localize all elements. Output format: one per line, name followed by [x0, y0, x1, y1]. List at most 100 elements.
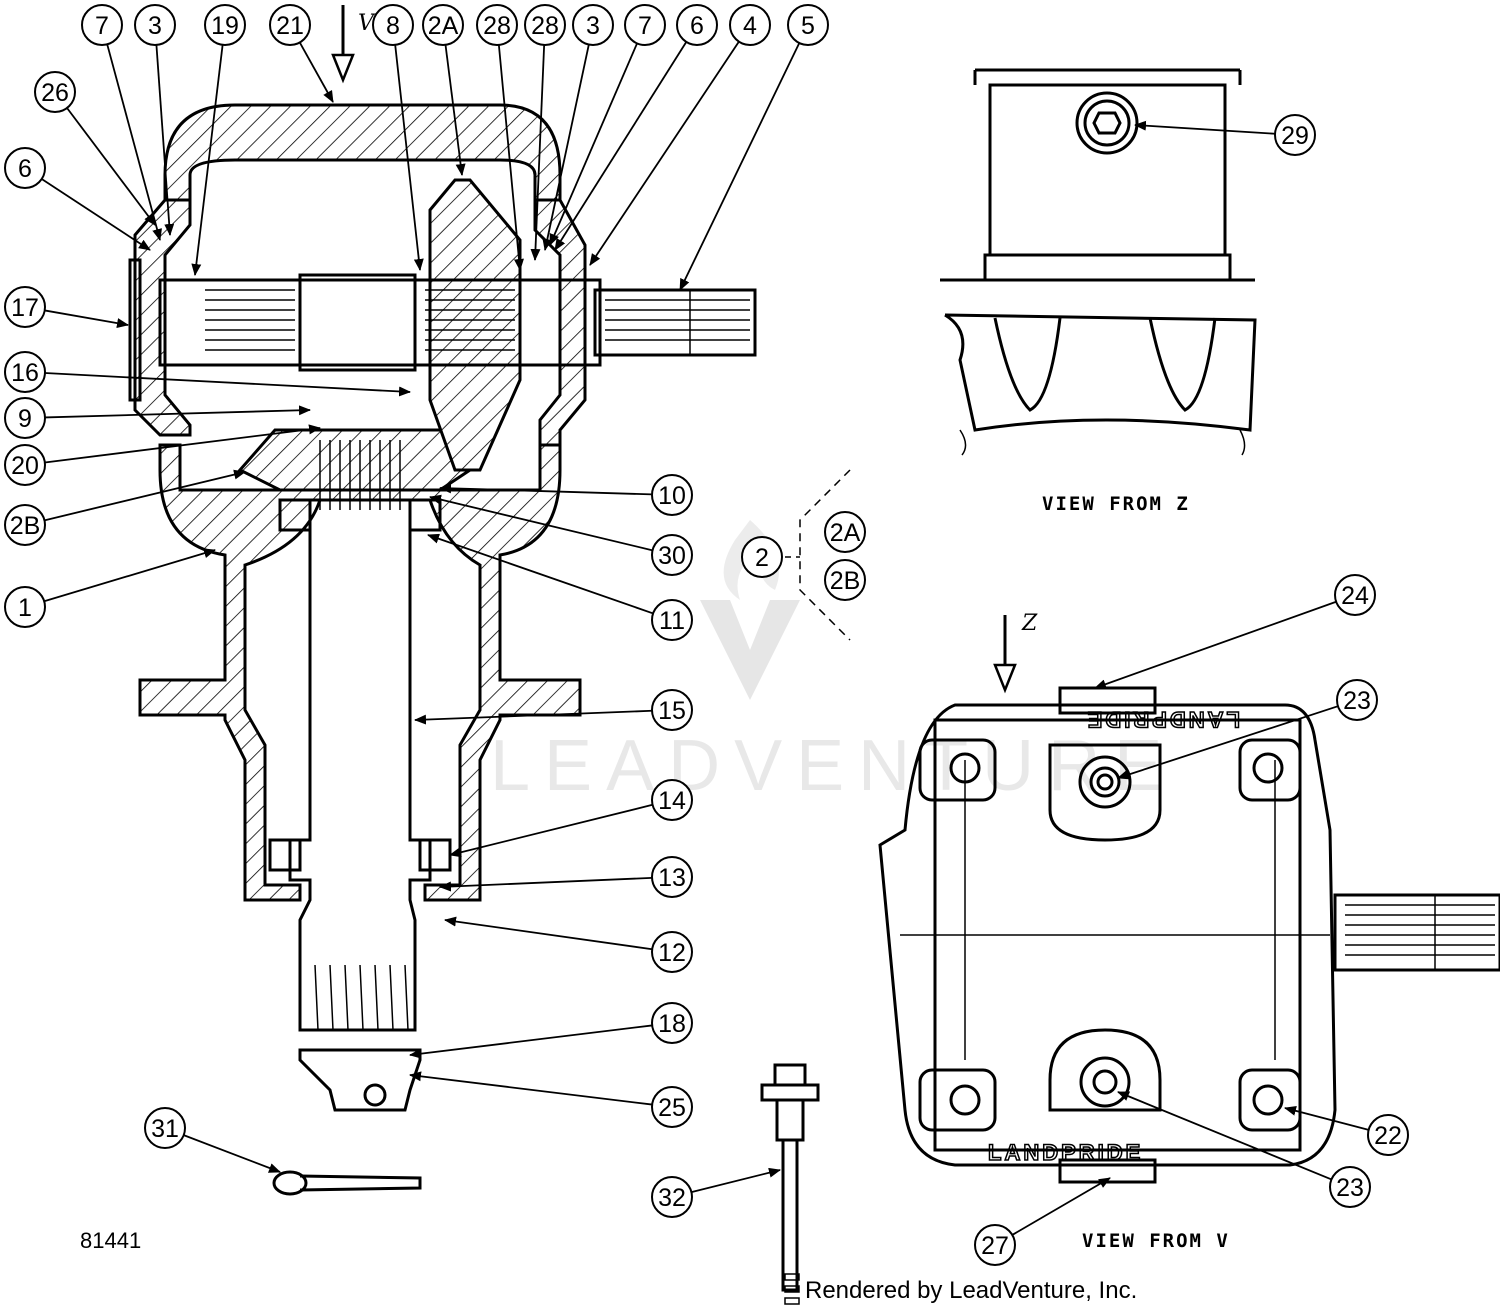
leader-c22	[1284, 1105, 1369, 1131]
leader-c4	[589, 41, 740, 266]
leader-c32	[691, 1167, 781, 1194]
callout-c13: 13	[651, 856, 693, 898]
callout-circle	[741, 536, 783, 578]
leader-c1	[43, 548, 216, 603]
vertical-shaft	[288, 498, 432, 1032]
callout-label: 2A	[830, 519, 861, 547]
leader-c7b	[549, 43, 638, 246]
callout-c15: 15	[651, 689, 693, 731]
callout-c8: 8	[372, 4, 414, 46]
vertical-shaft-splines	[319, 440, 401, 510]
callout-circle	[476, 4, 518, 46]
callout-label: 11	[659, 607, 685, 635]
input-shaft-collar	[298, 273, 417, 372]
callout-label: 1	[18, 594, 32, 622]
callout-circle	[372, 4, 414, 46]
callout-label: 25	[658, 1094, 686, 1122]
leader-c25	[409, 1071, 653, 1106]
leader-c6a	[41, 178, 151, 251]
callout-c28a: 28	[476, 4, 518, 46]
callout-c2Ab: 2A	[824, 511, 866, 553]
callout-label: 12	[658, 939, 686, 967]
callout-c6a: 6	[4, 147, 46, 189]
leader-c16	[44, 372, 411, 397]
callout-circle	[676, 4, 718, 46]
dipstick	[760, 1063, 820, 1292]
castle-nut	[298, 1048, 422, 1112]
callout-label: 14	[658, 787, 686, 815]
callout-label: 23	[1336, 1174, 1364, 1202]
leader-c9	[44, 405, 311, 419]
output-shaft-splines	[605, 299, 750, 341]
leader-c2A	[444, 44, 466, 176]
callout-circle	[624, 4, 666, 46]
section-view	[128, 103, 757, 1112]
callout-c23a: 23	[1336, 679, 1378, 721]
housing-top	[163, 103, 562, 202]
callout-label: 16	[11, 359, 39, 387]
callout-circle	[4, 444, 46, 486]
callout-label: 23	[1343, 687, 1371, 715]
callout-c14: 14	[651, 779, 693, 821]
callout-c4: 4	[729, 4, 771, 46]
callout-label: 5	[801, 12, 815, 40]
callout-c2A: 2A	[422, 4, 464, 46]
callout-c20: 20	[4, 444, 46, 486]
bevel-gear-2a	[428, 178, 522, 472]
callout-c19: 19	[204, 4, 246, 46]
callout-circle	[34, 71, 76, 113]
callout-label: 2B	[830, 567, 861, 595]
callout-label: 32	[658, 1184, 686, 1212]
leader-c8	[394, 44, 424, 271]
callout-c11: 11	[651, 599, 693, 641]
callout-c32: 32	[651, 1176, 693, 1218]
callout-label: 30	[658, 542, 686, 570]
watermark-text: LEADVENTURE	[490, 726, 1176, 806]
leader-c19	[191, 44, 224, 276]
input-shaft-splines-right	[425, 289, 515, 351]
view-from-v: Z LANDPRIDE LANDPRIDE	[878, 611, 1500, 1252]
leader-c7a	[106, 44, 162, 241]
callout-c1: 1	[4, 586, 46, 628]
callout-c22: 22	[1367, 1114, 1409, 1156]
leader-c11	[427, 533, 654, 615]
leader-c10	[439, 483, 653, 496]
callout-c7b: 7	[624, 4, 666, 46]
leader-c15	[414, 709, 653, 725]
leader-c13	[439, 876, 653, 892]
callout-circle	[651, 931, 693, 973]
callout-circle	[144, 1107, 186, 1149]
callout-c6b: 6	[676, 4, 718, 46]
callout-label: 6	[690, 12, 704, 40]
callout-circle	[4, 397, 46, 439]
callout-circle	[4, 147, 46, 189]
callout-c2B: 2B	[4, 504, 46, 546]
callout-label: 29	[1281, 122, 1309, 150]
leader-c2B	[44, 469, 246, 522]
callout-circle	[81, 4, 123, 46]
view-v-shaft-splines	[1345, 904, 1495, 956]
leader-c14	[449, 803, 653, 858]
callout-c17: 17	[4, 286, 46, 328]
callout-label: 9	[18, 405, 32, 433]
callout-label: 28	[483, 12, 511, 40]
bevel-gear-2b	[237, 428, 473, 492]
callout-circle	[651, 856, 693, 898]
callout-circle	[1329, 1166, 1371, 1208]
view-z-caption: VIEW FROM Z	[1042, 493, 1190, 515]
view-v-caption: VIEW FROM V	[1082, 1230, 1230, 1252]
callout-circle	[651, 1002, 693, 1044]
callout-label: 7	[95, 12, 109, 40]
callout-c16: 16	[4, 351, 46, 393]
callout-circle	[974, 1224, 1016, 1266]
leader-c27	[1011, 1177, 1111, 1236]
callout-label: 24	[1341, 582, 1369, 610]
callout-circle	[4, 351, 46, 393]
lower-shaft-splines	[314, 964, 409, 1031]
callout-circle	[1336, 679, 1378, 721]
callout-circle	[4, 504, 46, 546]
corner-bolts	[918, 738, 1302, 1132]
callout-c2: 2	[741, 536, 783, 578]
callout-label: 22	[1374, 1122, 1402, 1150]
